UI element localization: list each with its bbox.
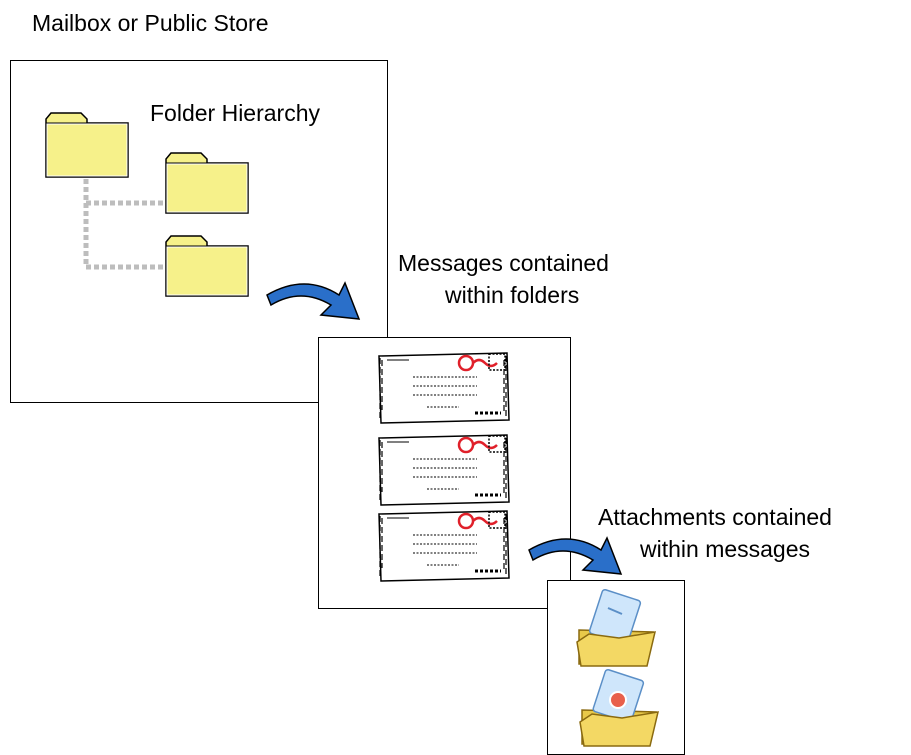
curved-arrow-icon [266, 281, 361, 320]
attachments-label-line2: within messages [640, 536, 811, 562]
messages-label-line2: within folders [445, 282, 580, 308]
attachments-label-line1: Attachments contained [598, 504, 832, 530]
store-label: Mailbox or Public Store [32, 10, 269, 36]
attachment-folder-icon [579, 668, 659, 747]
folder-icon [165, 235, 249, 297]
folder-icon [165, 152, 249, 214]
envelope-icon [378, 352, 510, 424]
messages-label-line1: Messages contained [398, 250, 609, 276]
tree-connector [83, 179, 170, 270]
curved-arrow-icon [528, 536, 623, 575]
envelope-icon [378, 510, 510, 582]
folder-icon [45, 112, 129, 178]
envelope-icon [378, 434, 510, 506]
folder-hierarchy-label: Folder Hierarchy [150, 100, 320, 126]
attachment-folder-icon [576, 588, 656, 667]
